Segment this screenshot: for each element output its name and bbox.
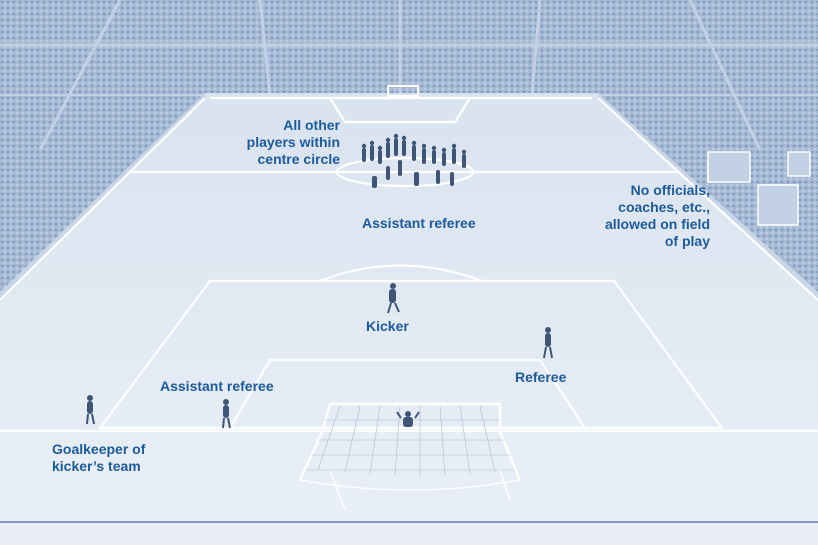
label-goalkeeper-kickers-team: Goalkeeper of kicker’s team	[52, 441, 145, 475]
bottom-border	[0, 522, 818, 545]
label-assistant-referee-far: Assistant referee	[362, 215, 476, 232]
label-kicker: Kicker	[366, 318, 409, 335]
label-referee: Referee	[515, 369, 566, 386]
label-assistant-referee-near: Assistant referee	[160, 378, 274, 395]
label-centre-circle-players: All other players within centre circle	[244, 117, 340, 168]
label-no-officials: No officials, coaches, etc., allowed on …	[574, 182, 710, 250]
